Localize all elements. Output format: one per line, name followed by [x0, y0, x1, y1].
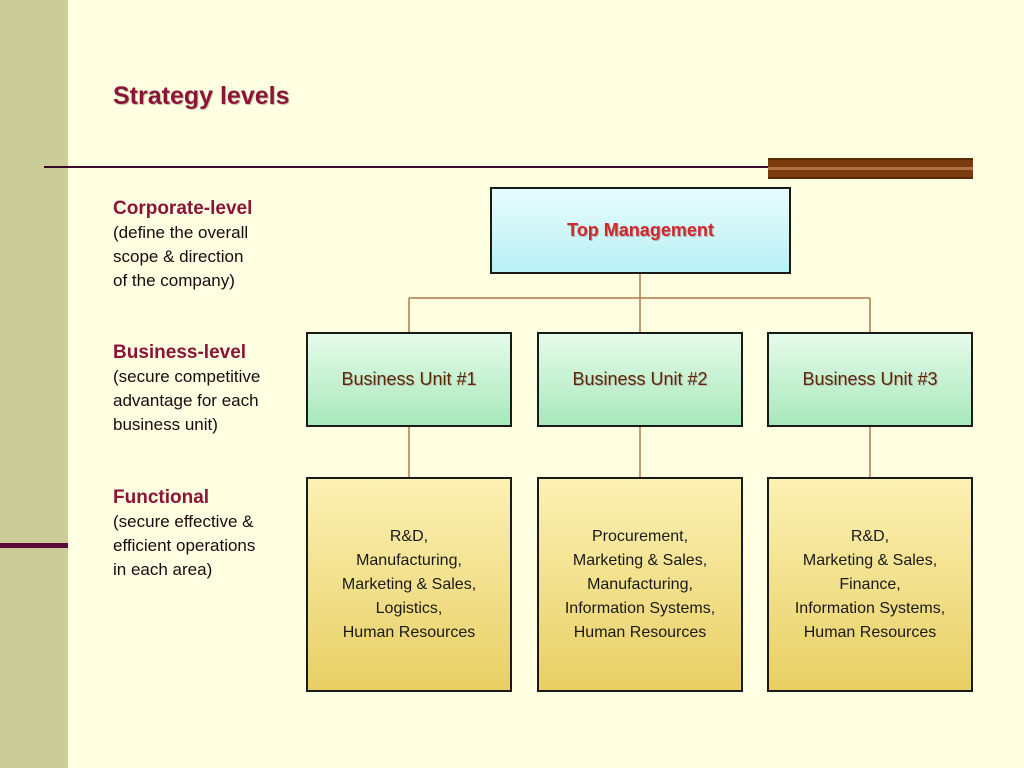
level-corporate: Corporate-level (define the overall scop…	[113, 197, 293, 293]
level-business-heading: Business-level	[113, 342, 247, 363]
functions-unit-3-box: R&D, Marketing & Sales, Finance, Informa…	[767, 477, 973, 692]
title-divider	[44, 166, 784, 168]
slide-title: Strategy levels	[113, 82, 290, 110]
level-functional: Functional (secure effective & efficient…	[113, 486, 293, 582]
level-functional-heading: Functional	[113, 487, 210, 508]
level-business: Business-level (secure competitive advan…	[113, 341, 293, 437]
divider-accent-bar	[768, 158, 973, 179]
functions-unit-2-box: Procurement, Marketing & Sales, Manufact…	[537, 477, 743, 692]
business-unit-3-box: Business Unit #3	[767, 332, 973, 427]
business-unit-1-box: Business Unit #1	[306, 332, 512, 427]
sidebar-band	[0, 0, 68, 768]
top-management-box: Top Management	[490, 187, 791, 274]
level-corporate-description: (define the overall scope & direction of…	[113, 223, 249, 290]
top-management-label: Top Management	[567, 220, 714, 240]
business-unit-2-box: Business Unit #2	[537, 332, 743, 427]
functions-unit-1-box: R&D, Manufacturing, Marketing & Sales, L…	[306, 477, 512, 692]
business-unit-3-label: Business Unit #3	[802, 369, 938, 389]
functions-unit-3-list: R&D, Marketing & Sales, Finance, Informa…	[794, 527, 946, 641]
level-functional-description: (secure effective & efficient operations…	[113, 512, 256, 579]
business-unit-2-label: Business Unit #2	[572, 369, 708, 389]
functions-unit-1-list: R&D, Manufacturing, Marketing & Sales, L…	[341, 527, 477, 641]
level-business-description: (secure competitive advantage for each b…	[113, 367, 261, 434]
functions-unit-2-list: Procurement, Marketing & Sales, Manufact…	[564, 527, 716, 641]
level-corporate-heading: Corporate-level	[113, 198, 253, 219]
sidebar-accent-bar	[0, 543, 68, 548]
business-unit-1-label: Business Unit #1	[341, 369, 477, 389]
